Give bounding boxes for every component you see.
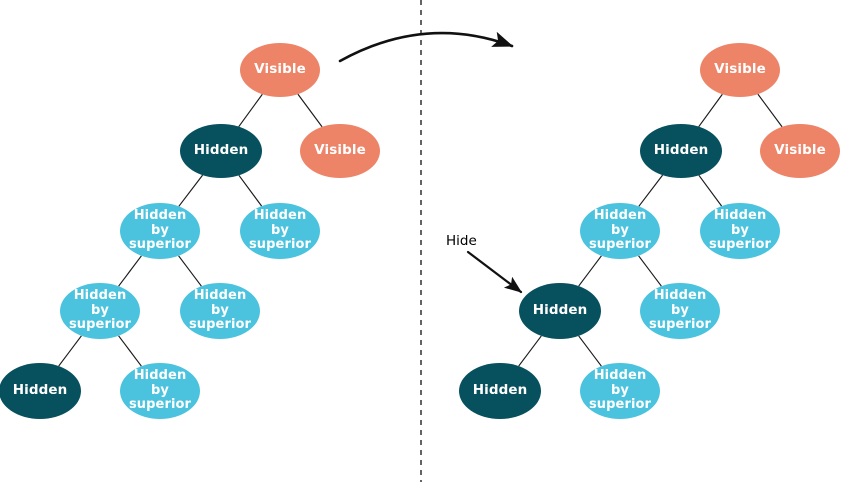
tree-node-visible[interactable]: Visible <box>700 43 780 97</box>
tree-node-label: Hidden by superior <box>648 288 712 333</box>
tree-node-hidden-by-superior[interactable]: Hidden by superior <box>180 283 260 339</box>
tree-node-hidden-by-superior[interactable]: Hidden by superior <box>60 283 140 339</box>
tree-node-label: Hidden <box>472 382 528 399</box>
tree-node-label: Hidden by superior <box>248 208 312 253</box>
tree-node-label: Visible <box>254 61 306 78</box>
tree-node-label: Visible <box>314 142 366 159</box>
hide-annotation-label: Hide <box>446 233 477 249</box>
tree-node-label: Hidden <box>532 302 588 319</box>
tree-node-hidden-by-superior[interactable]: Hidden by superior <box>120 363 200 419</box>
tree-node-hidden[interactable]: Hidden <box>640 124 722 178</box>
tree-node-label: Hidden <box>193 142 249 159</box>
tree-node-hidden-by-superior[interactable]: Hidden by superior <box>700 203 780 259</box>
tree-node-hidden-by-superior[interactable]: Hidden by superior <box>580 203 660 259</box>
tree-node-hidden[interactable]: Hidden <box>519 283 601 339</box>
tree-node-label: Hidden <box>12 382 68 399</box>
tree-node-label: Hidden by superior <box>128 368 192 413</box>
tree-node-visible[interactable]: Visible <box>760 124 840 178</box>
tree-node-label: Hidden by superior <box>588 368 652 413</box>
tree-node-label: Visible <box>774 142 826 159</box>
tree-node-label: Hidden by superior <box>188 288 252 333</box>
tree-node-hidden[interactable]: Hidden <box>459 363 541 419</box>
tree-node-label: Hidden by superior <box>68 288 132 333</box>
tree-node-hidden-by-superior[interactable]: Hidden by superior <box>240 203 320 259</box>
tree-node-visible[interactable]: Visible <box>240 43 320 97</box>
tree-node-label: Hidden by superior <box>588 208 652 253</box>
tree-node-hidden-by-superior[interactable]: Hidden by superior <box>120 203 200 259</box>
tree-node-hidden[interactable]: Hidden <box>0 363 81 419</box>
tree-node-hidden-by-superior[interactable]: Hidden by superior <box>580 363 660 419</box>
tree-node-label: Hidden by superior <box>128 208 192 253</box>
tree-node-hidden-by-superior[interactable]: Hidden by superior <box>640 283 720 339</box>
tree-node-visible[interactable]: Visible <box>300 124 380 178</box>
tree-node-label: Hidden by superior <box>708 208 772 253</box>
tree-node-hidden[interactable]: Hidden <box>180 124 262 178</box>
tree-node-label: Visible <box>714 61 766 78</box>
tree-node-label: Hidden <box>653 142 709 159</box>
